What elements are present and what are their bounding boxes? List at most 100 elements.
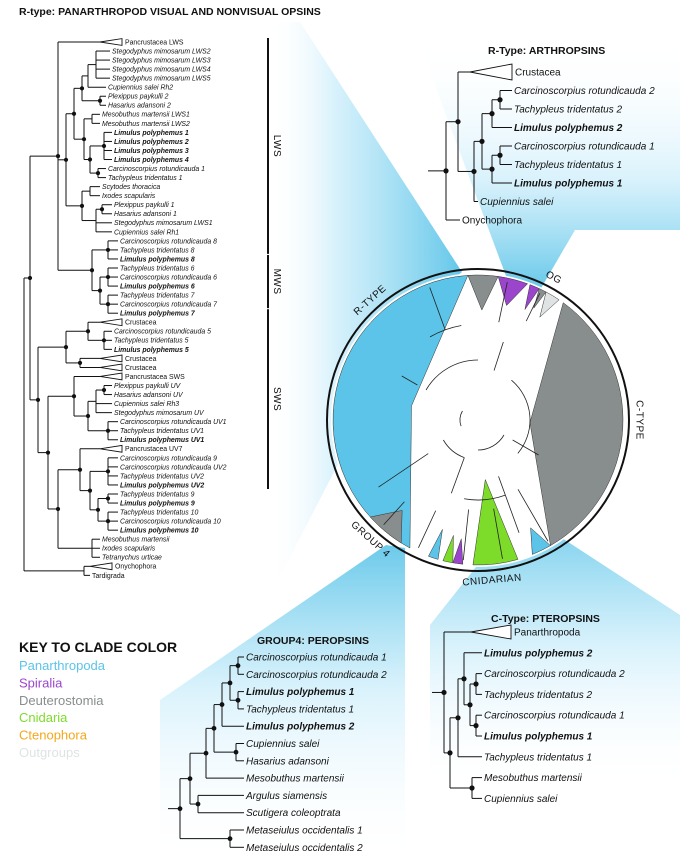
circle-branch <box>378 453 429 488</box>
leaf-label: Tachypleus tridentatus 1 <box>246 704 354 715</box>
leaf-label: Tardigrada <box>92 573 125 580</box>
circle-arc <box>477 434 505 451</box>
wedge-cnidaria-large <box>472 478 519 566</box>
main-tree-title: R-type: PANARTHROPOD VISUAL AND NONVISUA… <box>19 6 321 18</box>
leaf-label: Carcinoscorpius rotundicauda 9 <box>120 455 217 462</box>
circle-branch <box>512 439 539 456</box>
wedge-ctype-panarthropoda <box>530 527 551 555</box>
wedge-arthropsins <box>418 40 680 292</box>
leaf-label: Metaseiulus occidentalis 1 <box>246 826 363 837</box>
leaf-label: Limulus polyphemus UV2 <box>120 482 204 489</box>
arthropsins-title: R-Type: ARTHROPSINS <box>488 45 605 57</box>
circle-branch <box>493 508 503 559</box>
circle-arc <box>429 325 462 338</box>
group-label-mws: MWS <box>271 269 282 295</box>
leaf-label: Mesobuthus martensii <box>102 537 170 544</box>
key-item-outgroups: Outgroups <box>19 745 80 760</box>
collapsed-clade-triangle <box>470 624 512 640</box>
leaf-label: Tachypleus tridentatus 2 <box>484 690 592 701</box>
leaf-label: Limulus polyphemus 10 <box>120 528 199 535</box>
leaf-label: Carcinoscorpius rotundicauda 5 <box>114 329 211 336</box>
leaf-label: Hasarius adansoni 1 <box>114 211 177 218</box>
collapsed-clade-triangle <box>99 444 123 453</box>
leaf-label: Mesobuthus martensii <box>484 773 583 784</box>
group-label-lws: LWS <box>271 135 282 157</box>
leaf-label: Stegodyphus mimosarum LWS2 <box>112 48 211 55</box>
leaf-label: Limulus polyphemus 4 <box>114 157 189 164</box>
leaf-label: Plexippus paykulli UV <box>114 383 182 390</box>
collapsed-clade-triangle <box>99 354 123 363</box>
leaf-label: Limulus polyphemus 3 <box>114 148 189 155</box>
leaf-label: Metaseiulus occidentalis 2 <box>246 843 363 854</box>
leaf-label: Tachypleus tridentatus 5 <box>114 338 189 345</box>
leaf-label: Hasarius adansoni UV <box>114 392 184 399</box>
leaf-label: Hasarius adansoni 2 <box>108 103 171 110</box>
leaf-label: Plexippus paykulli 1 <box>114 202 175 209</box>
leaf-label: Stegodyphus mimosarum UV <box>114 410 205 417</box>
leaf-label: Cupiennius salei <box>246 739 320 750</box>
wedge-cnidaria-small <box>442 535 454 564</box>
circle-arc <box>443 439 465 458</box>
circle-branch <box>401 375 418 386</box>
leaf-label: Tachypleus tridentatus 2 <box>514 105 622 116</box>
leaf-label: Ixodes scapularis <box>102 193 156 200</box>
ring-label-ctype: C-TYPE <box>633 400 644 440</box>
leaf-label: Mesobuthus martensii LWS2 <box>102 121 190 128</box>
circle-branch <box>418 510 437 548</box>
circle-branch <box>462 509 469 561</box>
leaf-label: Panarthropoda <box>514 628 581 639</box>
key-item-deuterostomia: Deuterostomia <box>19 693 104 708</box>
pteropsins-title: C-Type: PTEROPSINS <box>491 613 600 625</box>
circle-branch <box>450 457 465 494</box>
circle-arc <box>511 379 531 454</box>
key-item-panarthropoda: Panarthropoda <box>19 658 106 673</box>
leaf-label: Carcinoscorpius rotundicauda 1 <box>108 166 205 173</box>
wedge-spiralia <box>497 276 529 306</box>
wedge-outgroups <box>539 291 560 318</box>
circle-arc <box>464 494 506 501</box>
leaf-label: Carcinoscorpius rotundicauda 6 <box>120 274 217 281</box>
leaf-label: Limulus polyphemus 7 <box>120 311 196 318</box>
leaf-label: Carcinoscorpius rotundicauda 10 <box>120 519 221 526</box>
wedge-group4-deuterostomia <box>369 510 403 544</box>
leaf-label: Tachypleus tridentatus 9 <box>120 491 195 498</box>
leaf-label: Limulus polyphemus 2 <box>246 722 355 733</box>
leaf-label: Tachypleus tridentatus 8 <box>120 247 195 254</box>
collapsed-clade-triangle <box>99 38 123 46</box>
ring-label-og: OG <box>544 269 564 286</box>
leaf-label: Carcinoscorpius rotundicauda 2 <box>514 86 655 97</box>
leaf-label: Limulus polyphemus 8 <box>120 256 195 263</box>
circle-arc <box>425 359 479 391</box>
leaf-label: Limulus polyphemus 5 <box>114 347 189 354</box>
leaf-label: Tachypleus tridentatus 1 <box>484 752 592 763</box>
key-item-ctenophora: Ctenophora <box>19 728 88 743</box>
leaf-label: Onychophora <box>462 216 522 227</box>
leaf-label: Pancrustacea UV7 <box>125 446 183 453</box>
leaf-label: Argulus siamensis <box>245 791 327 802</box>
circle-branch <box>525 293 541 322</box>
wedge-pteropsins <box>430 505 680 790</box>
leaf-label: Limulus polyphemus UV1 <box>120 437 204 444</box>
leaf-label: Pancrustacea SWS <box>125 374 185 381</box>
leaf-label: Tachypleus tridentatus 10 <box>120 509 198 516</box>
tree-peropsins: Carcinoscorpius rotundicauda 1Carcinosco… <box>168 653 387 854</box>
clade-color-key: KEY TO CLADE COLOR PanarthropodaSpiralia… <box>19 639 177 760</box>
leaf-label: Crustacea <box>125 320 157 327</box>
leaf-label: Carcinoscorpius rotundicauda UV1 <box>120 419 227 426</box>
leaf-label: Cupiennius salei <box>484 794 558 805</box>
collapsed-clade-triangle <box>99 318 123 327</box>
collapsed-clade-triangle <box>99 363 123 372</box>
outer-ring <box>326 268 630 572</box>
circle-branch <box>429 287 446 330</box>
leaf-label: Carcinoscorpius rotundicauda 1 <box>484 711 625 722</box>
leaf-label: Tachypleus tridentatus 1 <box>108 175 183 182</box>
leaf-label: Tachypleus tridentatus UV1 <box>120 428 204 435</box>
leaf-label: Tachypleus tridentatus 7 <box>120 293 196 300</box>
leaf-label: Plexippus paykulli 2 <box>108 94 169 101</box>
leaf-label: Stegodyphus mimosarum LWS5 <box>112 76 211 83</box>
leaf-label: Cupiennius salei Rh3 <box>114 401 179 408</box>
leaf-label: Carcinoscorpius rotundicauda UV2 <box>120 464 227 471</box>
